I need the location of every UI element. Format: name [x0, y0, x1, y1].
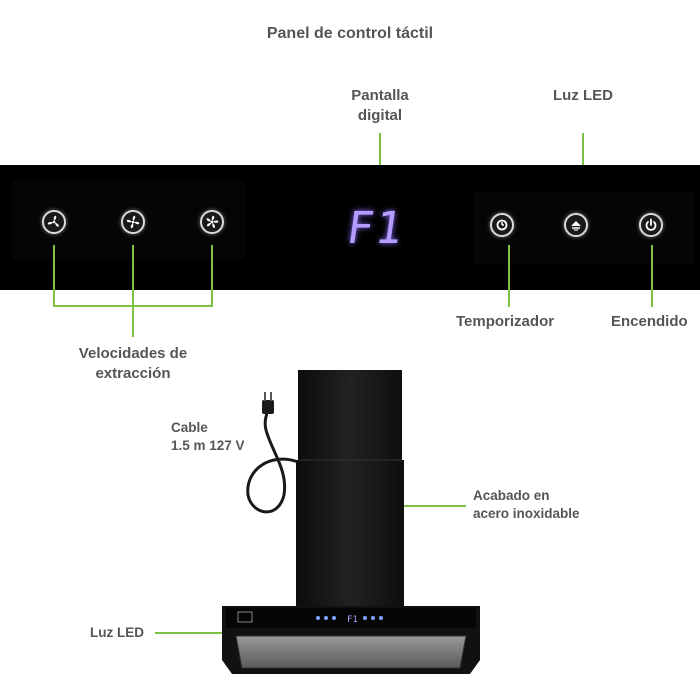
cable-label-line1: Cable: [171, 420, 208, 435]
cable-label: Cable 1.5 m 127 V: [171, 419, 245, 455]
page-title: Panel de control táctil: [266, 25, 434, 42]
plug-icon: [262, 392, 274, 414]
cable-label-line2: 1.5 m 127 V: [171, 438, 245, 453]
speeds-label: Velocidades de extracción: [58, 344, 208, 384]
fan-medium-icon: [126, 215, 140, 229]
fan-speed-2-button[interactable]: [121, 210, 145, 234]
finish-label-line1: Acabado en: [473, 488, 550, 503]
timer-callout-line: [508, 245, 510, 307]
power-callout-line: [651, 245, 653, 307]
finish-callout-line: [404, 505, 466, 507]
power-icon: [645, 218, 657, 231]
display-label-line1: Pantalla: [351, 87, 409, 104]
speeds-label-line2: extracción: [95, 365, 171, 382]
fan-speed-3-button[interactable]: [200, 210, 224, 234]
light-icon: [571, 221, 581, 231]
led-bottom-label: Luz LED: [90, 625, 144, 640]
hood-chimney-upper: [298, 370, 402, 460]
led-bottom-callout-line: [155, 632, 223, 634]
speed-3-callout: [211, 245, 213, 307]
finish-label-line2: acero inoxidable: [473, 506, 580, 521]
timer-icon: [496, 219, 508, 231]
fan-low-icon: [47, 215, 59, 227]
speeds-label-line1: Velocidades de: [78, 345, 188, 362]
speed-bracket: [53, 305, 213, 307]
fan-high-icon: [206, 215, 219, 229]
hood-control-strip: [226, 608, 476, 628]
fan-speed-1-button[interactable]: [42, 210, 66, 234]
light-button[interactable]: [564, 213, 588, 237]
finish-label: Acabado en acero inoxidable: [473, 487, 580, 523]
timer-button[interactable]: [490, 213, 514, 237]
hood-display-readout: F1: [347, 615, 358, 625]
power-label: Encendido: [611, 313, 688, 330]
led-top-callout-line: [582, 133, 584, 193]
speed-2-callout: [132, 245, 134, 337]
power-button[interactable]: [639, 213, 663, 237]
hood-chimney-lower: [296, 460, 404, 606]
timer-label: Temporizador: [456, 313, 555, 330]
display-label: Pantalla digital: [330, 86, 430, 126]
speed-1-callout: [53, 245, 55, 307]
led-top-label: Luz LED: [553, 87, 613, 104]
display-label-line2: digital: [357, 107, 403, 124]
display-callout-line: [379, 133, 381, 195]
power-cord: [246, 409, 299, 514]
brand-logo: [237, 611, 253, 623]
